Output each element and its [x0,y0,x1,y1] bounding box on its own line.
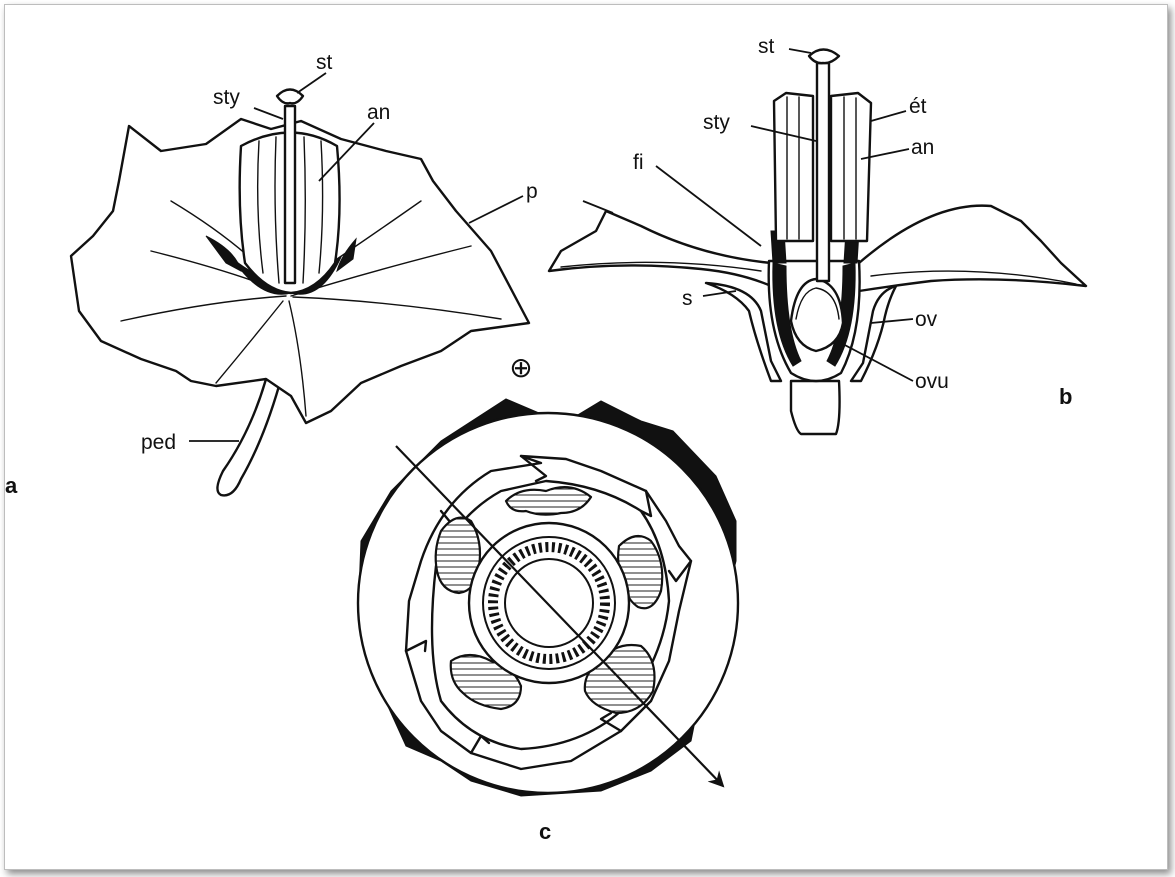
panel-label-b: b [1059,384,1072,409]
label-ov: ov [915,308,938,331]
label-ovu: ovu [915,370,949,393]
flower-b-drawing [549,50,1086,435]
label-p: p [526,180,538,203]
flower-diagram: ⊕ st sty an p ped [5,5,1167,869]
label-st-b: st [758,35,775,58]
label-an-a: an [367,101,390,124]
figure-frame: ⊕ st sty an p ped [4,4,1168,870]
panel-label-a: a [5,473,18,498]
label-an-b: an [911,136,934,159]
actinomorphic-symbol: ⊕ [509,352,532,383]
label-sty-a: sty [213,86,240,109]
label-ped: ped [141,431,176,454]
floral-diagram-c [358,399,738,796]
label-st-a: st [316,51,333,74]
label-et: ét [909,95,927,118]
label-fi: fi [633,151,644,174]
label-sty-b: sty [703,111,730,134]
label-s: s [682,287,693,310]
panel-label-c: c [539,819,551,844]
